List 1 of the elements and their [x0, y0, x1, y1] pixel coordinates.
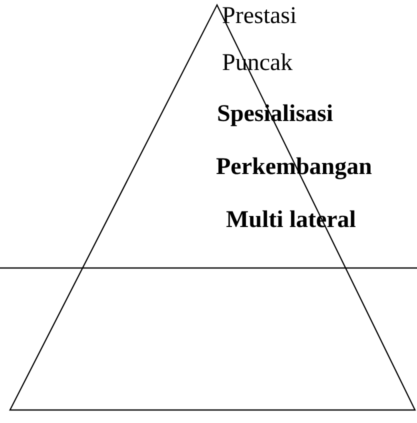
level-label: Prestasi	[222, 3, 297, 30]
